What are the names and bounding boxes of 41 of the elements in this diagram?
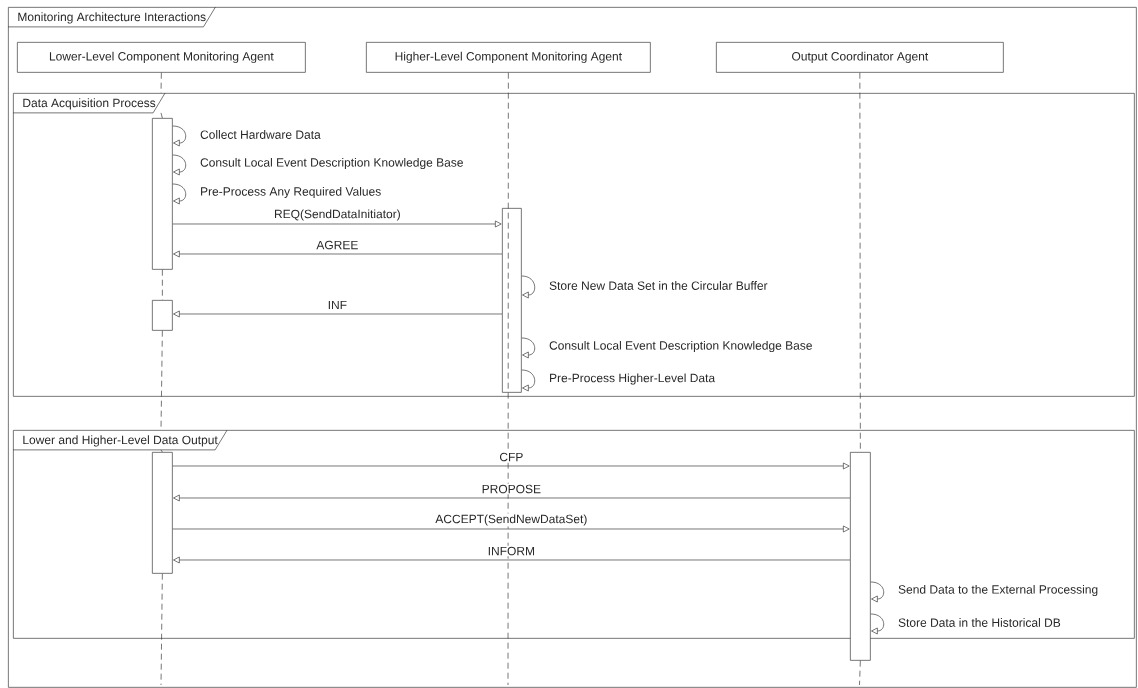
message-arrow — [521, 369, 536, 392]
edge-label: AGREE — [315, 239, 360, 251]
message-arrow — [870, 613, 885, 635]
activation-bar — [152, 118, 173, 270]
edge-label: Store Data in the Historical DB — [897, 617, 1062, 628]
lifeline-head: Lower-Level Component Monitoring Agent — [17, 42, 306, 73]
edge-label: Send Data to the External Processing — [897, 583, 1100, 598]
edge-label: Collect Hardware Data — [199, 129, 322, 140]
edge-label: REQ(SendDataInitiator) — [273, 208, 402, 222]
edge-label: INFORM — [486, 545, 536, 557]
message-arrow — [521, 275, 536, 299]
edge-label: ACCEPT(SendNewDataSet) — [434, 513, 589, 527]
lifeline — [859, 72, 861, 686]
message-arrow — [172, 154, 187, 176]
message-arrow — [173, 556, 851, 564]
message-arrow — [173, 310, 503, 318]
edge-label: Pre-Process Any Required Values — [199, 185, 383, 200]
activation-bar — [152, 452, 173, 574]
message-arrow — [172, 462, 850, 470]
lifeline — [160, 72, 163, 686]
activation-bar — [502, 208, 522, 393]
message-arrow — [172, 525, 850, 533]
message-arrow — [172, 183, 187, 205]
lifeline — [507, 72, 509, 686]
edge-label: Consult Local Event Description Knowledge Base — [199, 156, 465, 171]
activation-bar — [850, 452, 871, 661]
edge-label: Store New Data Set in the Circular Buffer — [548, 280, 769, 291]
edge-label: INF — [326, 299, 348, 311]
message-arrow — [172, 125, 187, 147]
activation-bar — [152, 300, 173, 331]
message-arrow — [870, 581, 885, 603]
message-arrow — [173, 494, 851, 502]
edge-label: CFP — [498, 451, 525, 463]
message-arrow — [173, 250, 503, 258]
lifeline-head: Higher-Level Component Monitoring Agent — [366, 42, 651, 73]
message-arrow — [521, 337, 536, 359]
lifeline-head: Output Coordinator Agent — [716, 42, 1004, 73]
edge-label: Pre-Process Higher-Level Data — [548, 372, 717, 386]
edge-label: PROPOSE — [480, 483, 543, 495]
message-arrow — [172, 220, 502, 228]
edge-label: Consult Local Event Description Knowledge Base — [548, 339, 814, 354]
